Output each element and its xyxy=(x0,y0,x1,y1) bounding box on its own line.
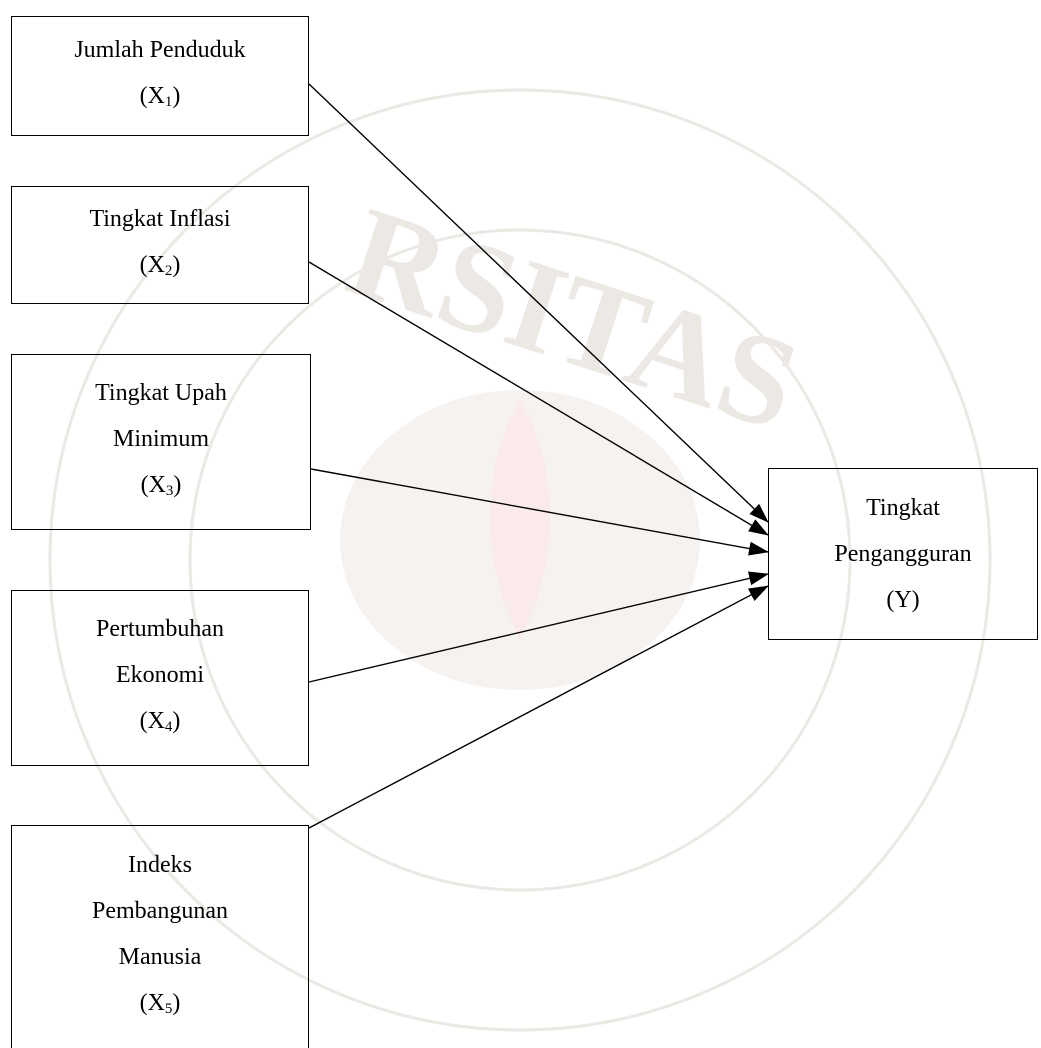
node-variable: (X5) xyxy=(139,990,181,1017)
node-variable: (Y) xyxy=(886,587,920,613)
node-label-line: Minimum xyxy=(112,426,209,452)
arrow-x5-to-y xyxy=(308,585,769,829)
node-label-line: Tingkat xyxy=(866,495,940,521)
arrow-x2-to-y xyxy=(308,261,769,536)
node-label-line: Tingkat Upah xyxy=(95,380,227,406)
node-variable: (X2) xyxy=(139,252,181,279)
node-label-line: Pengangguran xyxy=(834,541,972,567)
node-variable: (X3) xyxy=(140,472,182,499)
node-label-line: Manusia xyxy=(118,944,202,970)
node-tingkat-pengangguran: Tingkat Pengangguran (Y) xyxy=(768,468,1038,640)
node-pertumbuhan-ekonomi: Pertumbuhan Ekonomi (X4) xyxy=(11,590,309,766)
node-label-line: Indeks xyxy=(128,852,192,878)
watermark-emblem xyxy=(340,390,700,690)
node-tingkat-upah-minimum: Tingkat Upah Minimum (X3) xyxy=(11,354,311,530)
watermark-text: RSITAS xyxy=(332,180,814,459)
watermark-ring-inner xyxy=(188,228,852,892)
watermark-emblem-petal xyxy=(490,400,550,640)
arrow-x1-to-y xyxy=(308,83,769,523)
node-label-line: Ekonomi xyxy=(116,662,204,688)
node-variable: (X4) xyxy=(139,708,181,735)
node-label-line: Pertumbuhan xyxy=(96,616,224,642)
node-tingkat-inflasi: Tingkat Inflasi (X2) xyxy=(11,186,309,304)
node-variable: (X1) xyxy=(139,83,181,110)
node-label-line: Jumlah Penduduk xyxy=(74,37,246,63)
node-indeks-pembangunan-manusia: Indeks Pembangunan Manusia (X5) xyxy=(11,825,309,1048)
arrow-x3-to-y xyxy=(310,468,769,556)
arrow-x4-to-y xyxy=(308,571,769,683)
node-label-line: Pembangunan xyxy=(92,898,228,924)
node-label-line: Tingkat Inflasi xyxy=(89,206,231,232)
node-jumlah-penduduk: Jumlah Penduduk (X1) xyxy=(11,16,309,136)
